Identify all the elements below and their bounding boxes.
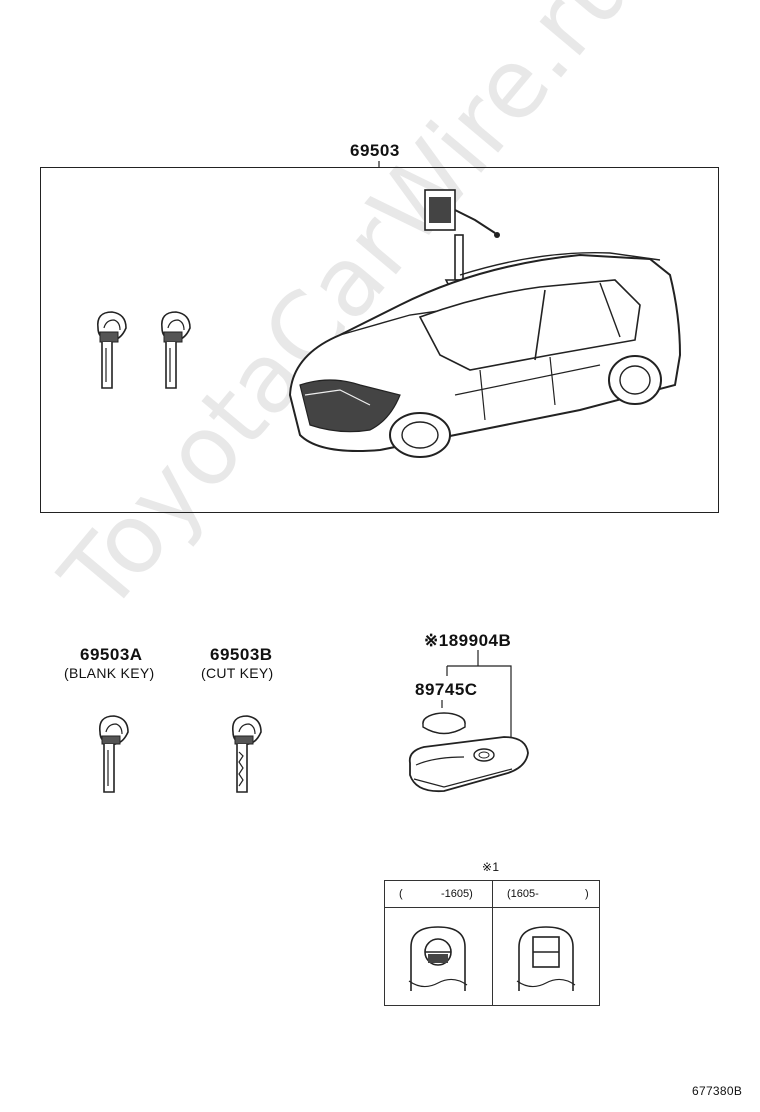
cut-key-description: (CUT KEY) bbox=[201, 665, 274, 681]
battery-part-number: 89745C bbox=[415, 680, 478, 699]
battery-icon bbox=[422, 712, 466, 735]
note-table: ( -1605) (1605- ) bbox=[384, 880, 600, 1006]
fob-round-button-icon bbox=[408, 926, 468, 991]
divider bbox=[492, 881, 493, 1005]
fob-square-button-icon bbox=[516, 926, 576, 991]
key-icon bbox=[160, 311, 191, 389]
cut-key-icon bbox=[231, 715, 262, 793]
smart-key-fob-icon bbox=[408, 736, 529, 793]
car-illustration bbox=[288, 252, 682, 458]
column-close-bracket: ) bbox=[585, 888, 589, 900]
column-date-range: -1605) bbox=[441, 888, 473, 900]
assembly-frame bbox=[40, 167, 719, 513]
column-open-bracket: ( bbox=[399, 888, 403, 900]
blank-key-part-number: 69503A bbox=[80, 645, 143, 664]
column-date-range: (1605- bbox=[507, 888, 539, 900]
note-table-title: ※1 bbox=[482, 860, 500, 874]
blank-key-description: (BLANK KEY) bbox=[64, 665, 155, 681]
connector-icon bbox=[424, 189, 500, 238]
key-icon bbox=[96, 311, 127, 389]
blank-key-icon bbox=[98, 715, 129, 793]
cut-key-part-number: 69503B bbox=[210, 645, 273, 664]
remote-part-number: ※189904B bbox=[424, 631, 512, 650]
diagram-id: 677380B bbox=[692, 1084, 743, 1098]
main-part-number: 69503 bbox=[350, 141, 400, 160]
